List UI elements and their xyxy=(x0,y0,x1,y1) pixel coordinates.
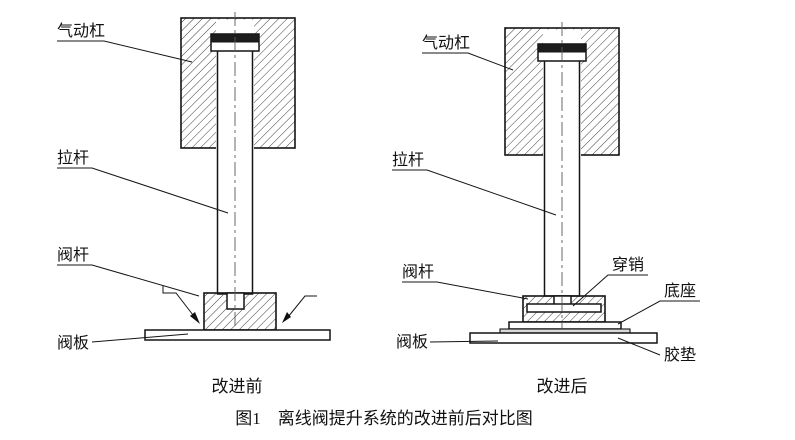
label-plate-before: 阀板 xyxy=(57,334,89,352)
valve-plate-before xyxy=(144,329,331,341)
valve-plate-after xyxy=(469,332,658,344)
weld-mark-left xyxy=(162,286,200,324)
label-rod-before: 拉杆 xyxy=(57,149,89,167)
leader-rod-after xyxy=(392,169,557,216)
label-pin-after: 穿销 xyxy=(612,256,644,274)
assembly-before xyxy=(144,12,331,341)
valve-stem-before xyxy=(226,292,245,310)
leader-plate-after xyxy=(429,340,499,343)
label-base-after: 底座 xyxy=(664,282,696,300)
assembly-after xyxy=(469,22,658,344)
labels-before: 气动杠 拉杆 阀杆 阀板 改进前 xyxy=(57,22,263,396)
caption-before: 改进前 xyxy=(212,377,263,396)
caption-after: 改进后 xyxy=(537,377,588,396)
leader-base-after xyxy=(617,300,700,325)
leader-rod-before xyxy=(57,167,229,214)
leader-pneumatic-before xyxy=(57,40,193,63)
label-stem-before: 阀杆 xyxy=(57,246,89,264)
leader-stem-before xyxy=(57,264,200,297)
leader-plate-before xyxy=(91,333,189,343)
leader-pin-after xyxy=(572,274,648,307)
pin-after xyxy=(526,303,602,313)
leader-stem-after xyxy=(402,281,529,300)
weld-mark-right xyxy=(282,295,317,323)
labels-after: 气动杠 拉杆 阀杆 穿销 底座 阀板 胶垫 改进后 xyxy=(392,34,700,396)
label-plate-after: 阀板 xyxy=(396,333,428,351)
figure-caption: 图1 离线阀提升系统的改进前后对比图 xyxy=(235,409,533,428)
label-pneumatic-before: 气动杠 xyxy=(57,22,105,40)
label-pad-after: 胶垫 xyxy=(664,346,696,364)
leader-pneumatic-after xyxy=(422,52,514,71)
leader-pad-after xyxy=(617,337,661,356)
label-rod-after: 拉杆 xyxy=(392,151,424,169)
label-pneumatic-after: 气动杠 xyxy=(422,34,470,52)
base-after xyxy=(508,321,622,330)
label-stem-after: 阀杆 xyxy=(402,263,434,281)
